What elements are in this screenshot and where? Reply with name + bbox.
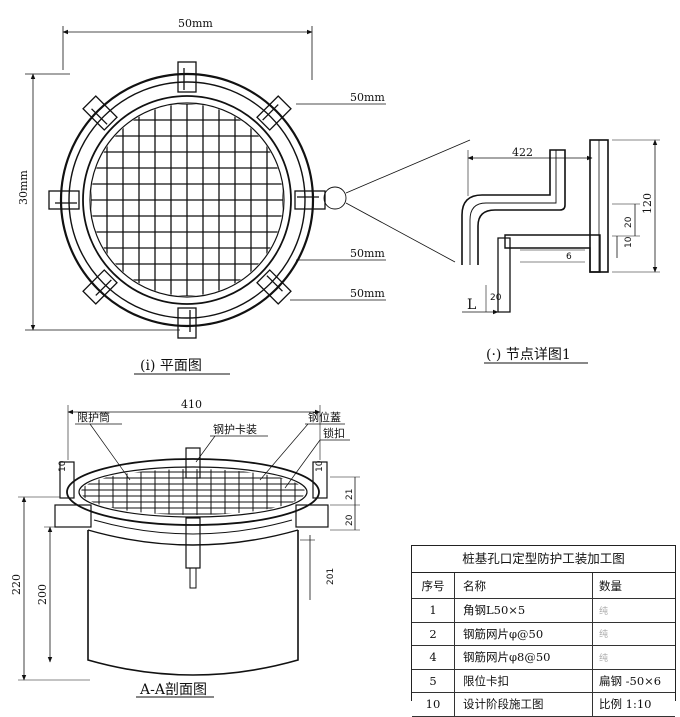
bom-cell-qty: 纯	[592, 645, 675, 670]
table-row: 5 限位卡扣 扁钢 -50×6	[412, 669, 675, 693]
bom-cell-no: 10	[412, 692, 455, 717]
lug-plate	[256, 95, 292, 131]
bom-cell-no: 1	[412, 598, 455, 623]
bom-cell-no: 4	[412, 645, 455, 670]
label-buckle: 锁扣	[323, 426, 345, 440]
table-row: 4 钢筋网片φ8@50 纯	[412, 645, 675, 670]
bom-grid: 序号 名称 数量 1 角钢L50×5 纯 2 钢筋网片φ@50 纯 4 钢筋网片…	[412, 573, 675, 717]
angle-lug	[82, 269, 118, 305]
angle-steel-lugs	[48, 61, 326, 339]
bom-cell-name: 角钢L50×5	[454, 598, 593, 623]
angle-lug	[48, 190, 80, 210]
detail-label-l: L	[467, 297, 476, 313]
bom-cell-name: 钢筋网片φ@50	[454, 622, 593, 646]
section-dim-right-3: 201	[326, 568, 336, 585]
detail-caption: (·) 节点详图1	[486, 347, 571, 363]
bom-header-qty: 数量	[592, 573, 675, 599]
section-dim-top-right: 10	[315, 460, 325, 472]
bom-title: 桩基孔口定型防护工装加工图	[412, 546, 675, 573]
lug-plate	[48, 190, 80, 210]
bom-header-row: 序号 名称 数量	[412, 573, 675, 599]
angle-lug	[177, 61, 197, 93]
section-dim-left-inner: 200	[36, 584, 49, 605]
lug-plate	[177, 61, 197, 93]
bom-cell-qty: 比例 1:10	[592, 692, 675, 717]
lug-edge	[266, 275, 283, 292]
bom-cell-qty: 纯	[592, 622, 675, 646]
lug-edge	[91, 108, 108, 125]
section-view	[18, 405, 360, 681]
detail-dim-inner-1: 20	[624, 216, 634, 228]
section-dim-right-1: 21	[345, 489, 355, 500]
lug-edge	[262, 104, 279, 121]
angle-lug	[256, 269, 292, 305]
engineering-drawing: 50mm 30mm 50mm 50mm 50mm (i) 平面图 422 120…	[10, 17, 660, 698]
detail-dim-width: 422	[512, 146, 533, 159]
label-cap: 钢位蓋	[308, 410, 341, 424]
bom-header-name: 名称	[454, 573, 593, 599]
angle-lug	[256, 95, 292, 131]
section-caption: A-A剖面图	[139, 682, 207, 698]
bom-cell-name: 钢筋网片φ8@50	[454, 645, 593, 670]
angle-lug	[294, 190, 326, 210]
node-detail-view	[461, 139, 660, 315]
lug-plate	[256, 269, 292, 305]
lug-plate	[294, 190, 326, 210]
bom-cell-qty: 纯	[592, 598, 675, 623]
detail-dim-small: 6	[566, 252, 572, 262]
steel-mesh-grid	[91, 104, 283, 296]
section-dim-right-2: 20	[345, 514, 355, 526]
bom-header-no: 序号	[412, 573, 455, 599]
detail-dim-bottom: 20	[490, 293, 502, 303]
section-mesh	[81, 469, 305, 515]
lug-plate	[82, 269, 118, 305]
plan-view	[25, 26, 471, 339]
bom-cell-name: 设计阶段施工图	[454, 692, 593, 717]
plan-dim-right-1: 50mm	[350, 91, 385, 104]
angle-lug	[177, 307, 197, 339]
bom-cell-no: 2	[412, 622, 455, 646]
plan-dim-right-2: 50mm	[350, 247, 385, 260]
label-guard-tube: 限护筒	[77, 410, 110, 424]
detail-dim-inner-2: 10	[624, 236, 634, 248]
plan-dim-height: 30mm	[17, 170, 30, 205]
table-row: 10 设计阶段施工图 比例 1:10	[412, 692, 675, 717]
bom-cell-no: 5	[412, 669, 455, 693]
section-dim-width: 410	[181, 398, 202, 411]
table-row: 1 角钢L50×5 纯	[412, 598, 675, 623]
detail-dim-height: 120	[641, 193, 654, 214]
angle-lug	[82, 95, 118, 131]
section-dim-top-left: 10	[58, 460, 68, 472]
bom-cell-name: 限位卡扣	[454, 669, 593, 693]
lug-edge	[95, 279, 112, 296]
bom-cell-qty: 扁钢 -50×6	[592, 669, 675, 693]
table-row: 2 钢筋网片φ@50 纯	[412, 622, 675, 646]
lug-plate	[82, 95, 118, 131]
label-clamp: 钢护卡装	[213, 422, 257, 436]
plan-dim-right-3: 50mm	[350, 287, 385, 300]
bill-of-materials-table: 桩基孔口定型防护工装加工图 序号 名称 数量 1 角钢L50×5 纯 2 钢筋网…	[411, 545, 676, 717]
section-dim-left-outer: 220	[10, 574, 23, 595]
lug-plate	[177, 307, 197, 339]
plan-caption: (i) 平面图	[140, 358, 202, 374]
plan-dim-width: 50mm	[178, 17, 213, 30]
